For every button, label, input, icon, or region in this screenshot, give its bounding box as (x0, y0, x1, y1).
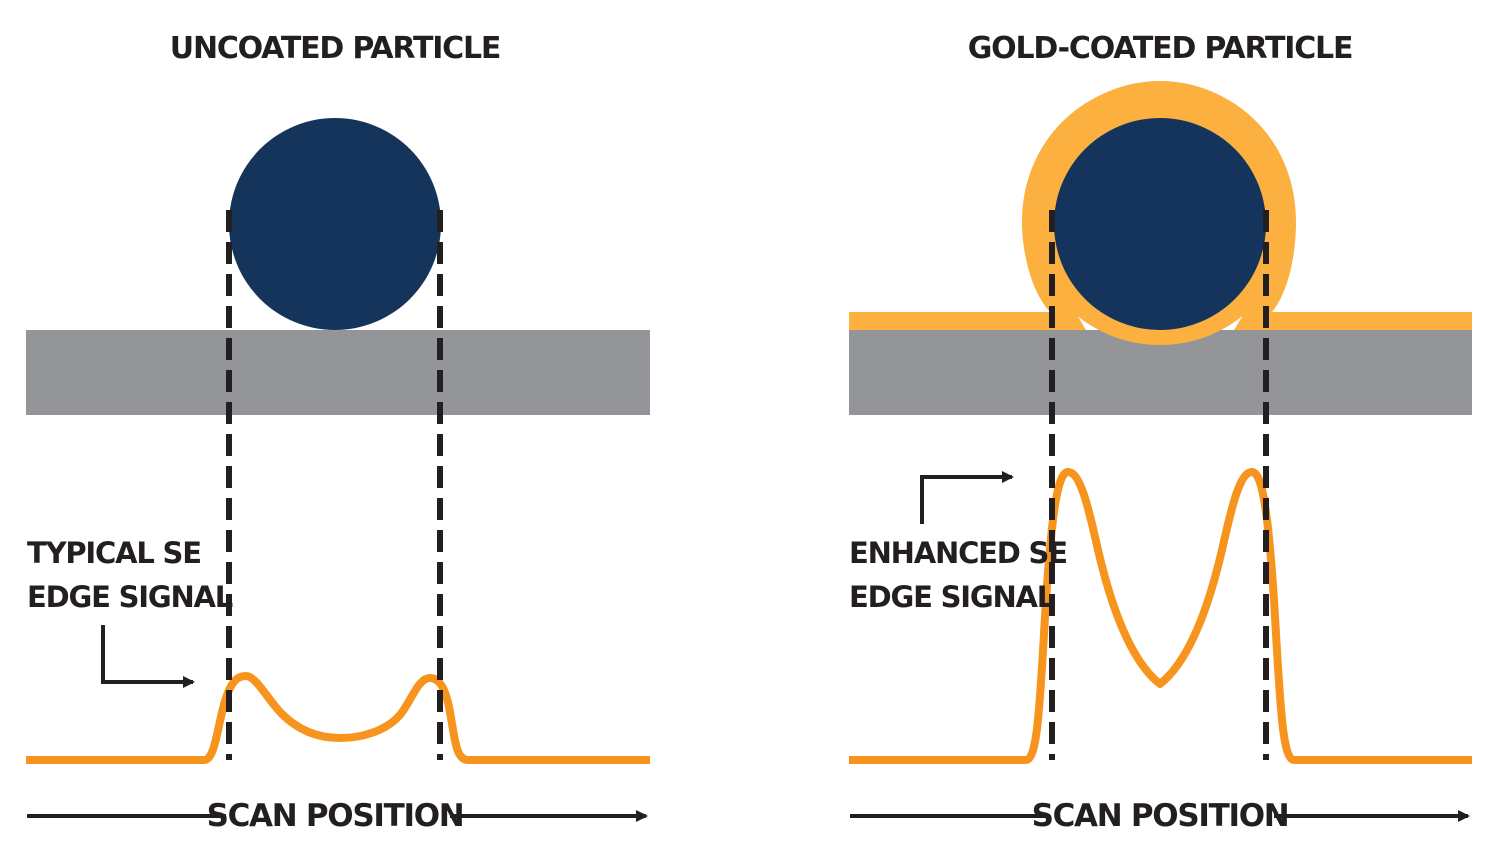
gold-coated-se-signal-curve (849, 468, 1472, 764)
gold-coated-label-line2: EDGE SIGNAL (849, 580, 1055, 614)
uncoated-axis-label: SCAN POSITION (207, 798, 464, 834)
uncoated-substrate (26, 330, 650, 415)
uncoated-label-line2: EDGE SIGNAL (27, 580, 233, 614)
gold-coated-particle (1054, 118, 1266, 330)
uncoated-se-signal-curve (26, 672, 650, 764)
gold-coated-title: GOLD-COATED PARTICLE (968, 31, 1353, 66)
gold-coated-axis-label: SCAN POSITION (1032, 798, 1289, 834)
uncoated-particle (229, 118, 441, 330)
uncoated-label-line1: TYPICAL SE (27, 536, 201, 570)
uncoated-title: UNCOATED PARTICLE (170, 31, 500, 66)
uncoated-callout-arrow (101, 625, 195, 688)
gold-coated-label-line1: ENHANCED SE (849, 536, 1067, 570)
gold-coated-panel: GOLD-COATED PARTICLE ENHANCED SE EDGE SI… (849, 31, 1472, 834)
uncoated-panel: UNCOATED PARTICLE TYPICAL SE EDGE SIGNAL… (26, 31, 650, 834)
gold-coated-callout-arrow (920, 471, 1014, 524)
